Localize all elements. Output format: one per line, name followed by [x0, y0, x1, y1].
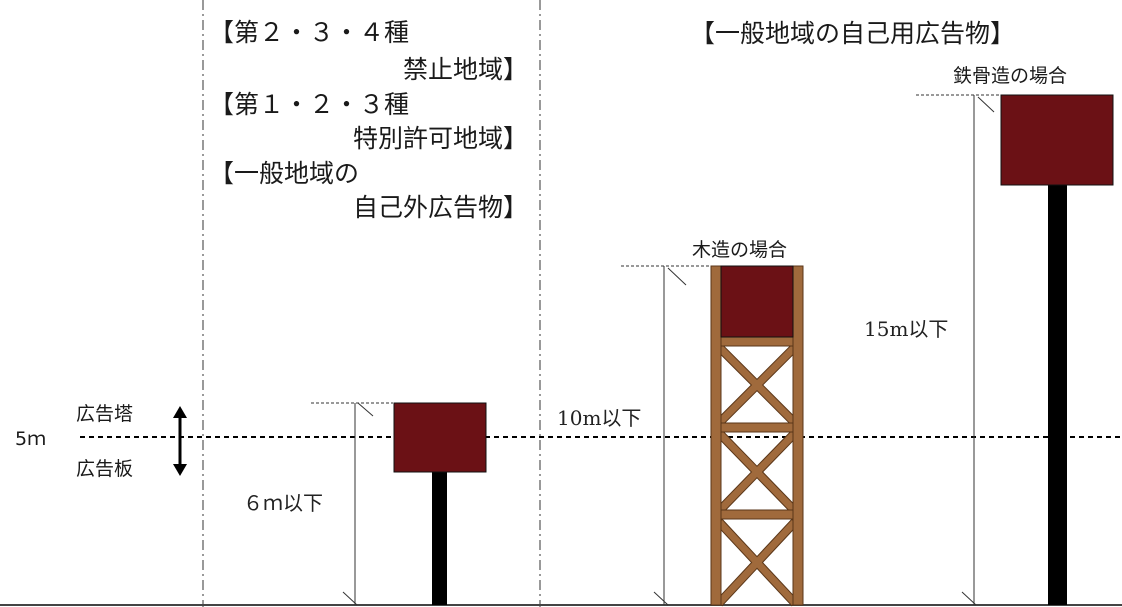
left-heading-line-4: 特別許可地域】	[353, 124, 528, 153]
wooden-sign	[621, 265, 804, 607]
steel-sign-caption: 鉄骨造の場合	[953, 65, 1067, 87]
left-heading-line-5: 【一般地域の	[209, 159, 359, 188]
tower-label: 広告塔	[76, 403, 133, 425]
small-sign	[311, 402, 487, 606]
small-sign-pole	[432, 471, 447, 605]
steel-sign-limit: 15m以下	[864, 317, 948, 341]
board-label: 広告板	[76, 458, 133, 480]
steel-sign-pole	[1048, 184, 1067, 605]
double-arrow-icon	[173, 406, 187, 476]
wooden-sign-caption: 木造の場合	[692, 239, 787, 261]
small-sign-limit: ６ｍ以下	[243, 491, 323, 515]
left-heading-line-2: 禁止地域】	[403, 55, 528, 84]
small-sign-board	[393, 402, 487, 473]
steel-sign	[916, 94, 1114, 606]
wooden-post-left	[710, 265, 722, 606]
left-heading-line-6: 自己外広告物】	[353, 193, 528, 222]
steel-sign-board	[1000, 94, 1114, 186]
right-heading: 【一般地域の自己用広告物】	[690, 19, 1015, 48]
wooden-sign-limit: 10m以下	[557, 406, 641, 430]
left-heading-line-1: 【第２・３・４種	[209, 18, 409, 47]
left-heading-line-3: 【第１・２・３種	[209, 90, 409, 119]
wooden-post-right	[792, 265, 804, 606]
baseline-label: 5ｍ	[15, 428, 46, 450]
wooden-sign-board	[720, 265, 794, 338]
